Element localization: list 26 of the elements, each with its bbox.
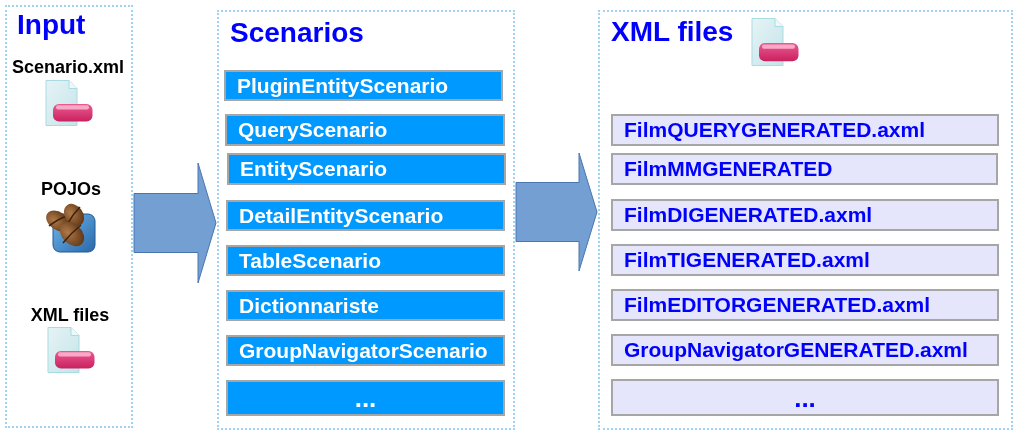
panel-title: Input	[17, 11, 86, 39]
item-label: POJOs	[41, 179, 101, 199]
item-label: XML files	[30, 305, 110, 325]
block-arrow	[133, 162, 217, 284]
scenario-item: EntityScenario	[227, 153, 506, 185]
file-item: FilmEDITORGENERATED.axml	[611, 289, 999, 321]
scenario-item: DetailEntityScenario	[226, 200, 505, 231]
file-item: FilmTIGENERATED.axml	[611, 244, 999, 276]
scenario-item: PluginEntityScenario	[224, 70, 503, 101]
group-panel	[217, 10, 515, 430]
scenario-item: TableScenario	[226, 245, 505, 276]
file-item: GroupNavigatorGENERATED.axml	[611, 334, 999, 366]
group-panel	[598, 10, 1013, 430]
panel-title: Scenarios	[230, 19, 364, 47]
scenario-item: Dictionnariste	[226, 290, 505, 321]
scenario-item: QueryScenario	[225, 114, 505, 146]
panel-title: XML files	[611, 18, 734, 46]
block-arrow	[515, 152, 598, 272]
file-item: FilmQUERYGENERATED.axml	[611, 114, 999, 146]
file-item: FilmMMGENERATED	[611, 153, 998, 185]
scenario-item: GroupNavigatorScenario	[226, 335, 505, 366]
file-item: ...	[611, 379, 999, 416]
group-panel	[5, 5, 133, 428]
scenario-item: ...	[226, 380, 505, 416]
file-item: FilmDIGENERATED.axml	[611, 199, 999, 231]
item-label: Scenario.xml	[11, 57, 125, 77]
